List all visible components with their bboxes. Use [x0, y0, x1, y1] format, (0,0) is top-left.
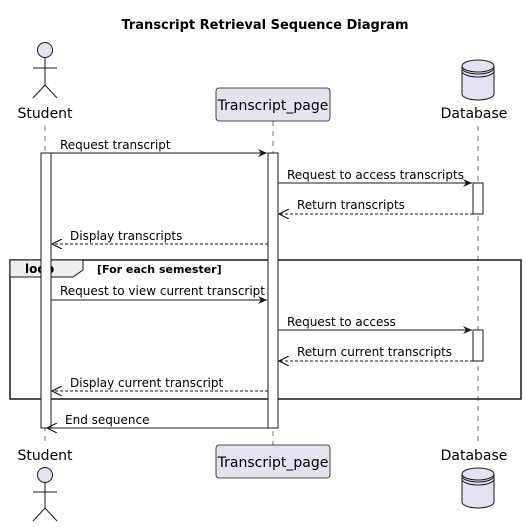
message-label-4: Display transcripts	[70, 229, 182, 243]
diagram-title: Transcript Retrieval Sequence Diagram	[121, 18, 408, 33]
database-cylinder-icon	[461, 467, 495, 509]
activation-database-1	[472, 182, 484, 215]
message-label-8: Display current transcript	[70, 376, 223, 390]
message-label-6: Request to access	[287, 315, 396, 329]
transcript-page-participant-top: Transcript_page	[215, 87, 331, 122]
student-actor-bottom: Student	[17, 448, 73, 522]
stick-figure-icon	[32, 467, 58, 522]
database-cylinder-icon	[461, 59, 495, 101]
message-label-7: Return current transcripts	[297, 345, 452, 359]
activation-transcript-page	[267, 152, 279, 429]
activation-database-2	[472, 329, 484, 362]
message-label-9: End sequence	[65, 413, 149, 427]
student-actor-top: Student	[17, 42, 73, 122]
student-label-top: Student	[17, 106, 73, 122]
database-label-bottom: Database	[441, 448, 508, 464]
message-label-2: Request to access transcripts	[287, 168, 464, 182]
database-label-top: Database	[441, 106, 508, 122]
stick-figure-icon	[32, 42, 58, 99]
database-participant-bottom: Database	[441, 448, 508, 509]
loop-frame	[9, 259, 522, 400]
message-label-1: Request transcript	[60, 138, 171, 152]
transcript-page-label-bottom: Transcript_page	[217, 455, 329, 471]
activation-student	[40, 152, 52, 429]
transcript-page-participant-bottom: Transcript_page	[215, 444, 331, 479]
message-label-3: Return transcripts	[297, 198, 405, 212]
message-label-5: Request to view current transcript	[60, 284, 265, 298]
loop-condition: [For each semester]	[97, 263, 222, 276]
student-label-bottom: Student	[17, 448, 73, 464]
transcript-page-label-top: Transcript_page	[217, 98, 329, 114]
database-participant-top: Database	[441, 59, 508, 122]
